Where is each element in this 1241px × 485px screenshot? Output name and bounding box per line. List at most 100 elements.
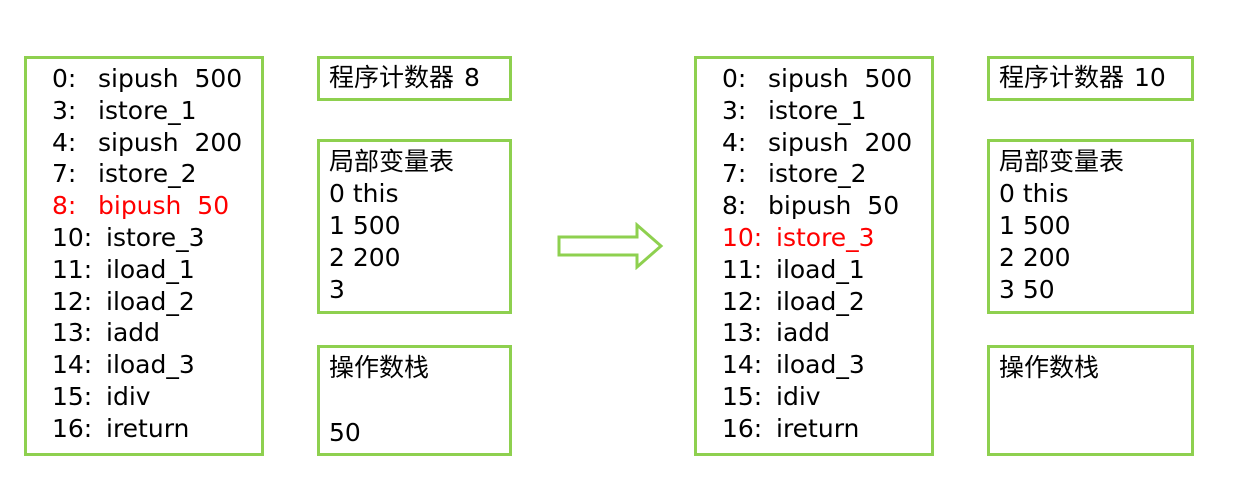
left-bytecode-line: 3:istore_1 (52, 95, 261, 127)
bytecode-instruction: iadd (106, 318, 161, 348)
bytecode-offset: 4: (722, 127, 747, 157)
left-bytecode-line: 15: idiv (52, 381, 261, 413)
left-stack-entry: 50 (329, 418, 361, 447)
left-local-variable-slot: 2 200 (329, 243, 401, 272)
left-bytecode-line: 7: istore_2 (52, 158, 261, 190)
bytecode-offset: 10: (722, 222, 763, 252)
right-locals-list: 0 this 1 500 2 200 3 50 (999, 178, 1191, 306)
bytecode-offset: 13: (52, 318, 93, 348)
left-local-variable-table: 局部变量表 0 this 1 500 2 200 3 (317, 139, 512, 314)
bytecode-offset: 11: (722, 254, 763, 284)
left-pc-value: 8 (464, 63, 480, 92)
left-locals-title: 局部变量表 (329, 147, 455, 176)
right-bytecode-panel: 0: sipush 500 3: istore_1 4: sipush 200 7: isto… (694, 56, 934, 456)
left-bytecode-line: 16: ireturn (52, 413, 261, 445)
right-bytecode-line: 7: istore_2 (722, 158, 931, 190)
left-bytecode-line: 10: istore_3 (52, 222, 261, 254)
bytecode-instruction: sipush 500 (98, 64, 243, 93)
bytecode-instruction: sipush 200 (98, 127, 243, 157)
bytecode-offset: 15: (722, 381, 763, 411)
right-bytecode-line: 14: iload_3 (722, 349, 931, 381)
transition-arrow-icon (557, 222, 664, 270)
right-bytecode-line: 12: iload_2 (722, 286, 931, 318)
bytecode-offset: 10: (52, 222, 93, 252)
bytecode-instruction: istore_2 (768, 159, 867, 189)
right-bytecode-line: 16: ireturn (722, 413, 931, 445)
bytecode-offset: 7: (52, 159, 77, 189)
bytecode-instruction: iload_2 (776, 286, 865, 316)
left-local-variable-slot: 3 (329, 275, 345, 304)
bytecode-instruction: iload_1 (776, 254, 865, 284)
left-bytecode-line: 0: sipush 500 (52, 63, 261, 95)
right-bytecode-line: 3: istore_1 (722, 95, 931, 127)
right-pc-value: 10 (1134, 63, 1166, 92)
left-bytecode-line: 13: iadd (52, 317, 261, 349)
bytecode-offset: 0: (722, 64, 747, 93)
right-stack-title: 操作数栈 (999, 353, 1100, 382)
right-local-variable-slot: 2 200 (999, 243, 1071, 272)
left-local-variable-slot: 0 this (329, 179, 399, 208)
right-bytecode-line: 4: sipush 200 (722, 127, 931, 159)
right-bytecode-line: 0: sipush 500 (722, 63, 931, 95)
right-locals-title: 局部变量表 (999, 147, 1125, 176)
left-program-counter: 程序计数器 8 (317, 56, 512, 101)
bytecode-instruction: iload_3 (106, 350, 195, 380)
bytecode-instruction: istore_2 (98, 159, 197, 189)
bytecode-instruction: sipush 200 (768, 127, 913, 157)
right-bytecode-line: 13: iadd (722, 317, 931, 349)
bytecode-instruction: iload_3 (776, 350, 865, 380)
right-bytecode-line: 15: idiv (722, 381, 931, 413)
left-pc-label: 程序计数器 (329, 63, 455, 92)
bytecode-offset: 8: (52, 191, 77, 221)
bytecode-instruction: istore_3 (106, 222, 205, 252)
bytecode-instruction: iload_2 (106, 286, 195, 316)
right-local-variable-slot: 1 500 (999, 211, 1071, 240)
bytecode-offset: 8: (722, 191, 747, 221)
bytecode-offset: 15: (52, 381, 93, 411)
right-local-variable-table: 局部变量表 0 this 1 500 2 200 3 50 (987, 139, 1194, 314)
bytecode-instruction: sipush 500 (768, 64, 913, 93)
left-bytecode-line: 12: iload_2 (52, 286, 261, 318)
left-operand-stack: 操作数栈 50 (317, 345, 512, 456)
left-stack-title: 操作数栈 (329, 353, 430, 382)
left-locals-list: 0 this 1 500 2 200 3 (329, 178, 509, 306)
left-bytecode-line: 11: iload_1 (52, 254, 261, 286)
right-program-counter: 程序计数器 10 (987, 56, 1194, 101)
bytecode-instruction: ireturn (776, 413, 860, 443)
bytecode-instruction: bipush 50 (98, 191, 230, 221)
right-operand-stack: 操作数栈 (987, 345, 1194, 456)
bytecode-offset: 14: (52, 350, 93, 380)
right-local-variable-slot: 3 50 (999, 275, 1055, 304)
left-local-variable-slot: 1 500 (329, 211, 401, 240)
bytecode-instruction: bipush 50 (768, 191, 900, 221)
right-bytecode-line: 11: iload_1 (722, 254, 931, 286)
bytecode-offset: 7: (722, 159, 747, 189)
bytecode-instruction: iadd (776, 318, 831, 348)
bytecode-instruction: ireturn (106, 413, 190, 443)
bytecode-offset: 0: (52, 64, 77, 93)
bytecode-offset: 16: (722, 413, 763, 443)
bytecode-offset: 16: (52, 413, 93, 443)
bytecode-offset: 12: (52, 286, 93, 316)
right-bytecode-line: 8: bipush 50 (722, 190, 931, 222)
left-bytecode-line: 8: bipush 50 (52, 190, 261, 222)
bytecode-offset: 12: (722, 286, 763, 316)
bytecode-instruction: idiv (776, 381, 821, 411)
bytecode-instruction: istore_1 (768, 95, 867, 125)
bytecode-offset: 4: (52, 127, 77, 157)
right-local-variable-slot: 0 this (999, 179, 1069, 208)
bytecode-offset: 11: (52, 254, 93, 284)
bytecode-offset: 3: (52, 95, 77, 125)
bytecode-instruction: idiv (106, 381, 151, 411)
right-bytecode-line: 10: istore_3 (722, 222, 931, 254)
bytecode-instruction: istore_3 (776, 222, 875, 252)
bytecode-offset: 14: (722, 350, 763, 380)
right-pc-label: 程序计数器 (999, 63, 1125, 92)
bytecode-instruction: iload_1 (106, 254, 195, 284)
right-bytecode-list: 0: sipush 500 3: istore_1 4: sipush 200 7: isto… (722, 63, 931, 445)
bytecode-offset: 3: (722, 95, 747, 125)
left-bytecode-line: 4: sipush 200 (52, 127, 261, 159)
bytecode-offset: 13: (722, 318, 763, 348)
